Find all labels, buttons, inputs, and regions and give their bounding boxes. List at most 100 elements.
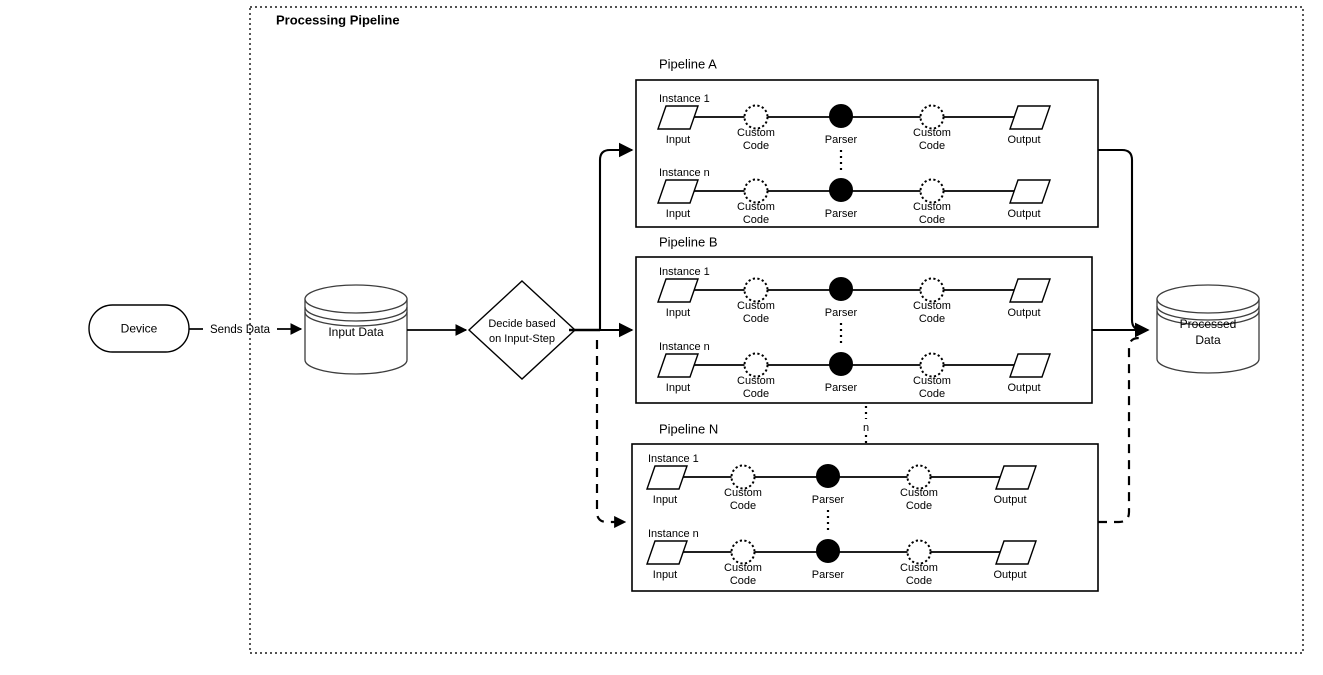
custom-code-label-line2: Code	[906, 500, 932, 512]
input-label: Input	[666, 208, 690, 220]
processed-data-store: Processed Data	[1156, 284, 1260, 374]
pipeline-n-instance-n: Instance n Input Custom Code Parser Cust…	[646, 528, 1037, 587]
custom-code-icon	[919, 178, 945, 204]
parser-label: Parser	[812, 569, 845, 581]
custom-code-label-line1: Custom	[724, 562, 762, 574]
instance-label: Instance n	[659, 341, 710, 353]
custom-code-icon	[743, 104, 769, 130]
output-shape	[1009, 278, 1051, 303]
instance-label: Instance n	[648, 528, 699, 540]
instance-label: Instance n	[659, 167, 710, 179]
custom-code-label-line2: Code	[743, 214, 769, 226]
input-label: Input	[666, 134, 690, 146]
custom-code-label-line2: Code	[906, 575, 932, 587]
input-data-store-label: Input Data	[328, 325, 384, 339]
output-label: Output	[1007, 307, 1040, 319]
custom-code-icon	[906, 464, 932, 490]
custom-code-label-line1: Custom	[913, 127, 951, 139]
parser-label: Parser	[825, 208, 858, 220]
input-shape	[657, 105, 699, 130]
pipeline-a-title: Pipeline A	[659, 56, 717, 71]
output-label: Output	[993, 494, 1026, 506]
output-shape	[1009, 179, 1051, 204]
custom-code-label-line1: Custom	[900, 562, 938, 574]
edge-pipeline-n-to-output-store	[1098, 336, 1140, 524]
instance-label: Instance 1	[659, 266, 710, 278]
custom-code-label-line2: Code	[730, 500, 756, 512]
parser-icon	[829, 104, 853, 128]
pipeline-n-instance-1: Instance 1 Input Custom Code Parser Cust…	[646, 453, 1037, 512]
edge-decision-to-pipeline-n	[595, 340, 627, 529]
custom-code-icon	[730, 539, 756, 565]
output-shape	[1009, 105, 1051, 130]
custom-code-label-line1: Custom	[900, 487, 938, 499]
custom-code-label-line2: Code	[743, 140, 769, 152]
custom-code-label-line1: Custom	[913, 300, 951, 312]
instance-label: Instance 1	[659, 93, 710, 105]
output-shape	[995, 540, 1037, 565]
custom-code-label-line2: Code	[919, 388, 945, 400]
parser-icon	[829, 178, 853, 202]
processing-pipeline-container	[249, 6, 1304, 654]
page-title: Processing Pipeline	[276, 12, 400, 27]
pipeline-a-box	[635, 79, 1099, 228]
input-label: Input	[666, 382, 690, 394]
custom-code-label-line2: Code	[919, 313, 945, 325]
input-shape	[646, 465, 688, 490]
device-label: Device	[121, 322, 158, 336]
instance-label: Instance 1	[648, 453, 699, 465]
custom-code-label-line1: Custom	[724, 487, 762, 499]
custom-code-icon	[919, 104, 945, 130]
output-label: Output	[1007, 208, 1040, 220]
parser-icon	[816, 464, 840, 488]
custom-code-icon	[919, 352, 945, 378]
pipeline-n-title: Pipeline N	[659, 421, 718, 436]
output-label: Output	[1007, 382, 1040, 394]
pipeline-n-box	[631, 443, 1099, 592]
decision-label-line2: on Input-Step	[489, 333, 555, 345]
pipeline-group-b: Pipeline B Instance 1 Input Custom Code …	[635, 234, 1093, 404]
decision-label-line1: Decide based	[488, 318, 555, 330]
parser-icon	[816, 539, 840, 563]
pipeline-b-instance-1: Instance 1 Input Custom Code Parser Cust…	[657, 266, 1051, 325]
custom-code-label-line2: Code	[919, 214, 945, 226]
custom-code-icon	[730, 464, 756, 490]
parser-label: Parser	[825, 307, 858, 319]
pipeline-group-ellipsis: n	[863, 406, 869, 446]
custom-code-label-line1: Custom	[737, 300, 775, 312]
output-shape	[1009, 353, 1051, 378]
decision-node: Decide based on Input-Step	[467, 280, 577, 380]
custom-code-label-line1: Custom	[737, 201, 775, 213]
custom-code-label-line2: Code	[919, 140, 945, 152]
pipeline-a-instance-n: Instance n Input Custom Code Parser Cust…	[657, 167, 1051, 226]
custom-code-icon	[919, 277, 945, 303]
custom-code-icon	[743, 178, 769, 204]
custom-code-icon	[743, 277, 769, 303]
pipeline-group-a: Pipeline A Instance 1 Input Custom Code …	[635, 56, 1099, 228]
custom-code-label-line1: Custom	[737, 127, 775, 139]
custom-code-label-line1: Custom	[913, 201, 951, 213]
input-label: Input	[653, 494, 677, 506]
pipeline-count-label: n	[863, 422, 869, 434]
input-data-store: Input Data	[304, 284, 408, 375]
processed-data-label-line1: Processed	[1180, 317, 1237, 331]
custom-code-label-line2: Code	[743, 313, 769, 325]
input-shape	[657, 278, 699, 303]
parser-icon	[829, 277, 853, 301]
custom-code-icon	[906, 539, 932, 565]
input-label: Input	[653, 569, 677, 581]
edge-decision-to-pipeline-a	[598, 142, 634, 330]
custom-code-icon	[743, 352, 769, 378]
input-shape	[657, 353, 699, 378]
output-shape	[995, 465, 1037, 490]
custom-code-label-line2: Code	[743, 388, 769, 400]
input-shape	[646, 540, 688, 565]
pipeline-group-n: Pipeline N Instance 1 Input Custom Code …	[631, 421, 1099, 592]
edge-pipeline-a-to-output-store	[1098, 148, 1150, 338]
parser-label: Parser	[825, 382, 858, 394]
pipeline-a-instance-1: Instance 1 Input Custom Code Parser Cust…	[657, 93, 1051, 152]
custom-code-label-line2: Code	[730, 575, 756, 587]
input-label: Input	[666, 307, 690, 319]
